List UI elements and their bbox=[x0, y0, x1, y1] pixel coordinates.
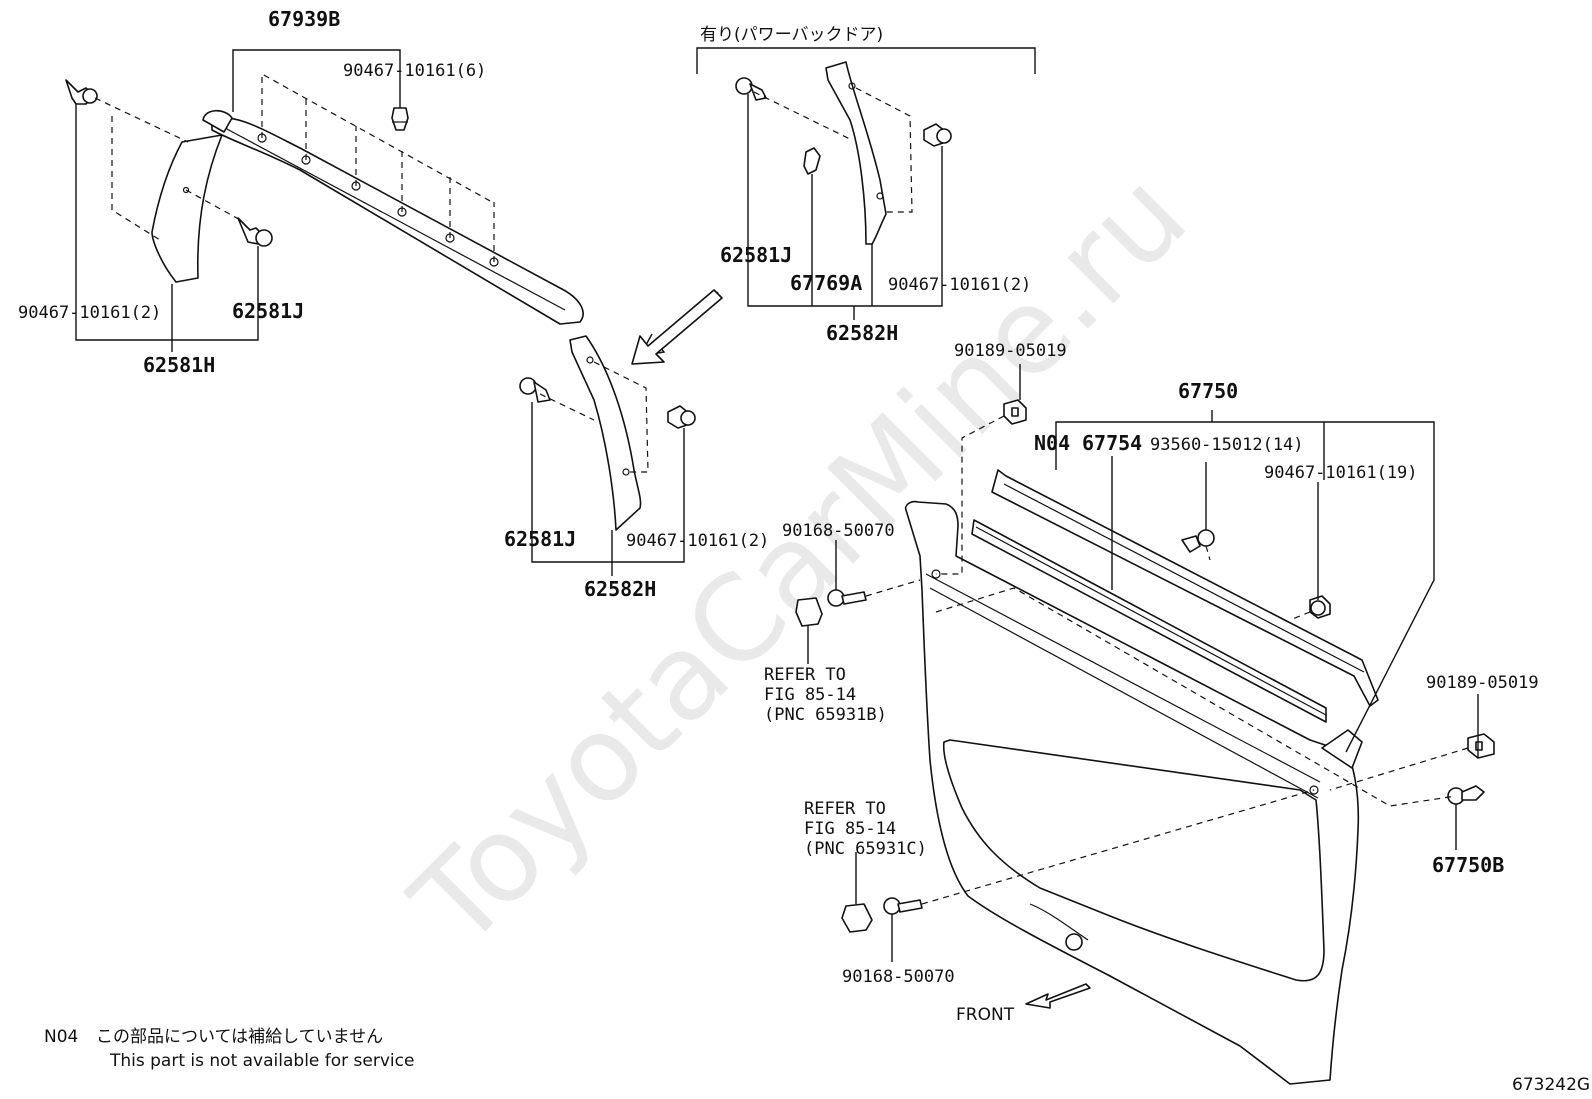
bracket-62582h-center bbox=[531, 402, 685, 563]
label-62582h-center: 62582H bbox=[584, 577, 656, 601]
dashed-center-2 bbox=[593, 361, 649, 473]
bracket-power-back-door bbox=[696, 47, 1036, 74]
label-refer1-line3: (PNC 65931B) bbox=[764, 705, 887, 725]
label-62581h: 62581H bbox=[143, 353, 215, 377]
label-refer2-line3: (PNC 65931C) bbox=[804, 839, 927, 859]
part-67769a-cover[interactable] bbox=[803, 147, 821, 175]
label-67750b: 67750B bbox=[1432, 853, 1504, 877]
label-90467-10161-2-top: 90467-10161(2) bbox=[888, 275, 1031, 295]
part-67754-weatherstrip[interactable] bbox=[971, 519, 1327, 723]
label-n04: N04 bbox=[1034, 431, 1070, 455]
dashed-right-5 bbox=[1289, 611, 1311, 621]
clip-62581j-center[interactable] bbox=[519, 377, 551, 403]
part-67939b-header-trim[interactable] bbox=[202, 109, 584, 325]
label-67750: 67750 bbox=[1178, 379, 1238, 403]
dashed-center-1 bbox=[539, 393, 595, 421]
dashed-right-6 bbox=[1329, 747, 1469, 791]
leader-clips-67939b bbox=[261, 72, 495, 262]
front-direction-arrow bbox=[1025, 983, 1091, 1009]
clip-90467-10161-2-left[interactable] bbox=[65, 79, 98, 105]
label-refer2-line1: REFER TO bbox=[804, 799, 886, 819]
dashed-left-3 bbox=[185, 189, 245, 223]
clip-90189-05019-top[interactable] bbox=[1003, 399, 1027, 425]
label-refer2-line2: FIG 85-14 bbox=[804, 819, 896, 839]
label-93560-15012-14: 93560-15012(14) bbox=[1150, 435, 1304, 455]
clip-62581j-top[interactable] bbox=[735, 77, 767, 101]
label-90168-50070-top: 90168-50070 bbox=[782, 521, 895, 541]
label-67754: 67754 bbox=[1082, 431, 1142, 455]
label-62582h-top: 62582H bbox=[826, 321, 898, 345]
label-90467-10161-6: 90467-10161(6) bbox=[343, 61, 486, 81]
part-62582h-center-trim[interactable] bbox=[569, 335, 642, 531]
label-90467-10161-19: 90467-10161(19) bbox=[1264, 463, 1418, 483]
screw-90168-50070-top[interactable] bbox=[827, 589, 867, 607]
leader-62581h-bracket bbox=[75, 104, 259, 341]
dashed-left-1 bbox=[94, 97, 189, 143]
label-refer1-line2: FIG 85-14 bbox=[764, 685, 856, 705]
arrow-detail-indicator bbox=[631, 289, 723, 365]
note-code: N04 bbox=[44, 1027, 78, 1047]
clip-62581j-left[interactable] bbox=[237, 217, 273, 247]
part-62581h-pillar-garnish[interactable] bbox=[151, 134, 223, 283]
label-67769a: 67769A bbox=[790, 271, 862, 295]
label-90189-05019-lower: 90189-05019 bbox=[1426, 673, 1539, 693]
leader-67939b bbox=[232, 49, 401, 112]
part-n04-rail[interactable] bbox=[991, 469, 1379, 707]
clip-93560-15012-14[interactable] bbox=[1181, 529, 1215, 553]
label-90168-50070-bottom: 90168-50070 bbox=[842, 967, 955, 987]
label-67939b: 67939B bbox=[268, 7, 340, 31]
clip-90467-10161-6[interactable] bbox=[391, 107, 409, 131]
part-refer-65931b[interactable] bbox=[795, 597, 823, 627]
dashed-right-1 bbox=[936, 415, 1005, 575]
figure-id: 673242G bbox=[1512, 1075, 1590, 1095]
part-62582h-upper-trim[interactable] bbox=[825, 61, 887, 245]
dashed-left-2 bbox=[111, 116, 161, 241]
bracket-67750 bbox=[1055, 421, 1435, 753]
note-english: This part is not available for service bbox=[109, 1051, 414, 1071]
clip-90467-10161-19[interactable] bbox=[1309, 595, 1331, 619]
dashed-right-3 bbox=[935, 587, 1457, 807]
part-refer-65931c[interactable] bbox=[841, 903, 873, 933]
dashed-top-1 bbox=[753, 91, 853, 141]
label-62581j-left: 62581J bbox=[232, 299, 304, 323]
part-67750-door-trim-board[interactable] bbox=[904, 500, 1363, 1085]
label-front: FRONT bbox=[956, 1005, 1015, 1025]
dashed-right-4 bbox=[1205, 545, 1211, 561]
label-90467-10161-2-center: 90467-10161(2) bbox=[626, 531, 769, 551]
label-62581j-center: 62581J bbox=[504, 527, 576, 551]
label-power-back-door: 有り(パワーバックドア) bbox=[700, 25, 883, 45]
clip-90467-10161-2-top[interactable] bbox=[923, 123, 952, 147]
clip-67750b[interactable] bbox=[1447, 785, 1485, 805]
label-refer1-line1: REFER TO bbox=[764, 665, 846, 685]
screw-90168-50070-bottom[interactable] bbox=[883, 897, 923, 915]
label-90189-05019-top: 90189-05019 bbox=[954, 341, 1067, 361]
dashed-right-2 bbox=[865, 579, 921, 597]
clip-90189-05019-lower[interactable] bbox=[1467, 733, 1495, 759]
dashed-right-7 bbox=[921, 789, 1315, 905]
label-62581j-mid: 62581J bbox=[720, 243, 792, 267]
dashed-top-2 bbox=[855, 87, 913, 213]
bracket-62582h-top bbox=[747, 94, 943, 307]
clip-90467-10161-2-center[interactable] bbox=[667, 405, 696, 429]
label-90467-10161-2-left: 90467-10161(2) bbox=[18, 303, 161, 323]
note-japanese: この部品については補給していません bbox=[96, 1027, 383, 1047]
